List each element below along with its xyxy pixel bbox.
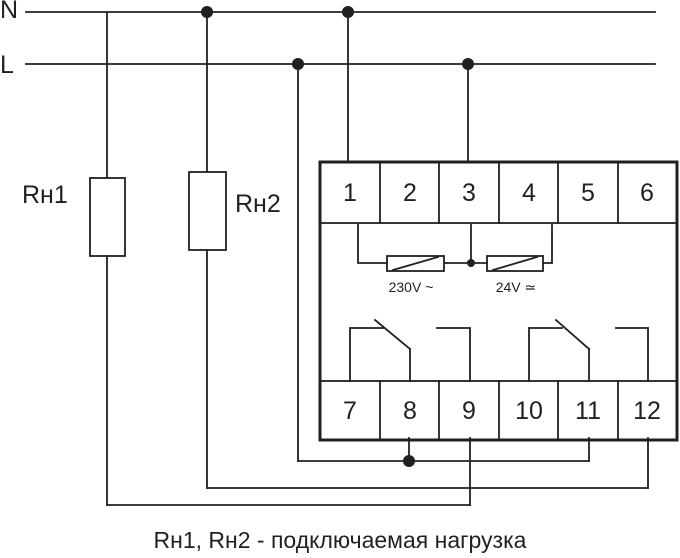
terminal-9: 9 (462, 397, 476, 425)
neutral-label: N (0, 0, 18, 24)
junction-dot (403, 455, 415, 467)
terminal-strip-bottom (319, 380, 678, 441)
terminal-1: 1 (343, 179, 357, 207)
junction-dot (462, 58, 474, 70)
coil-230v-label: 230V ~ (389, 279, 434, 295)
contact-group-2 (528, 318, 649, 382)
contact-group-1 (349, 318, 471, 382)
terminal-7: 7 (343, 397, 357, 425)
live-label: L (0, 51, 14, 79)
coil-24v-label: 24V ≃ (496, 279, 537, 295)
terminal-3: 3 (462, 179, 476, 207)
load-rh1-label: Rн1 (22, 181, 68, 209)
terminal-6: 6 (640, 179, 654, 207)
terminal-12: 12 (633, 397, 661, 425)
terminal-2: 2 (403, 179, 417, 207)
terminal-11: 11 (575, 397, 601, 425)
terminal-4: 4 (522, 179, 536, 207)
junction-dot (342, 6, 354, 18)
junction-dot (201, 6, 213, 18)
junction-dot (292, 58, 304, 70)
terminal-5: 5 (581, 179, 595, 207)
load-rh1 (89, 11, 471, 506)
load-rh2 (188, 11, 649, 489)
live-to-common-wire (297, 63, 590, 462)
terminal-10: 10 (515, 397, 543, 425)
terminal-8: 8 (403, 397, 417, 425)
load-rh2-label: Rн2 (235, 190, 281, 218)
caption: Rн1, Rн2 - подключаемая нагрузка (154, 527, 527, 553)
terminal-strip-top (319, 161, 678, 224)
coil-circuit (357, 224, 553, 272)
